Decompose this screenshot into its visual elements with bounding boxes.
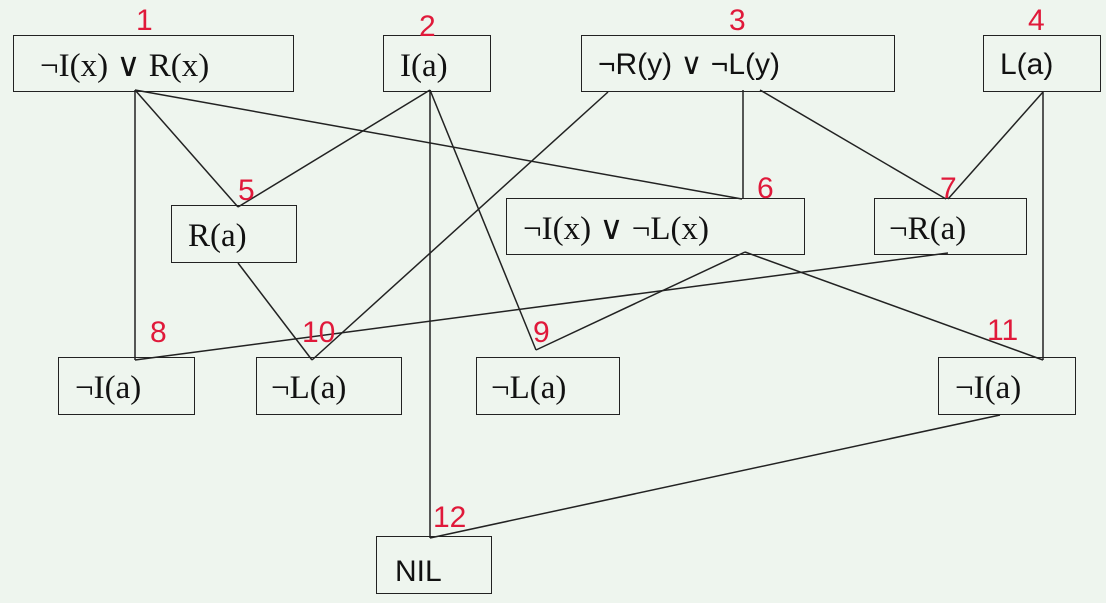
node-number-8: 8 [150, 316, 167, 349]
node-number-5: 5 [238, 174, 255, 207]
node-label: NIL [395, 555, 442, 588]
node-number-11: 11 [987, 314, 1019, 347]
node-number-12: 12 [433, 501, 467, 534]
node-1: ¬I(x) ∨ R(x) [13, 35, 294, 92]
node-label: ¬I(x) ∨ R(x) [40, 48, 210, 84]
node-9: ¬L(a) [476, 357, 620, 415]
node-label: ¬I(a) [75, 370, 142, 406]
node-label: R(a) [188, 218, 247, 254]
node-number-4: 4 [1028, 4, 1045, 37]
node-label: ¬L(a) [271, 370, 347, 406]
node-label: L(a) [1000, 48, 1054, 81]
node-label: ¬I(a) [955, 370, 1022, 406]
edge-3-10 [311, 91, 609, 361]
edge-6-9 [535, 251, 746, 351]
edge-3-7 [759, 89, 947, 200]
node-12: NIL [376, 536, 492, 594]
node-number-10: 10 [302, 316, 336, 349]
node-number-1: 1 [136, 4, 153, 37]
edge-6-11 [744, 251, 1044, 361]
node-label: ¬L(a) [491, 370, 567, 406]
edge-4-7 [947, 91, 1044, 200]
node-label: ¬I(x) ∨ ¬L(x) [523, 211, 709, 247]
node-5: R(a) [171, 205, 297, 263]
node-6: ¬I(x) ∨ ¬L(x) [506, 198, 805, 255]
node-number-6: 6 [757, 172, 774, 205]
node-3: ¬R(y) ∨ ¬L(y) [581, 35, 895, 92]
node-number-2: 2 [419, 10, 436, 43]
node-11: ¬I(a) [938, 357, 1076, 415]
node-4: L(a) [983, 35, 1101, 92]
node-label: ¬R(y) ∨ ¬L(y) [598, 48, 780, 81]
edge-7-8 [134, 252, 949, 361]
node-label: ¬R(a) [889, 211, 967, 247]
edge-5-10 [237, 262, 313, 361]
edge-2-9 [429, 89, 537, 351]
node-2: I(a) [383, 35, 491, 92]
edge-2-5 [237, 89, 431, 208]
node-label: I(a) [400, 48, 448, 84]
node-10: ¬L(a) [256, 357, 402, 415]
node-number-3: 3 [729, 4, 746, 37]
edge-11-12 [429, 414, 1001, 539]
node-number-7: 7 [940, 172, 957, 205]
edge-1-5 [134, 89, 239, 208]
edge-1-6 [134, 89, 743, 200]
node-7: ¬R(a) [874, 198, 1027, 255]
node-8: ¬I(a) [58, 357, 195, 415]
node-number-9: 9 [533, 316, 550, 349]
